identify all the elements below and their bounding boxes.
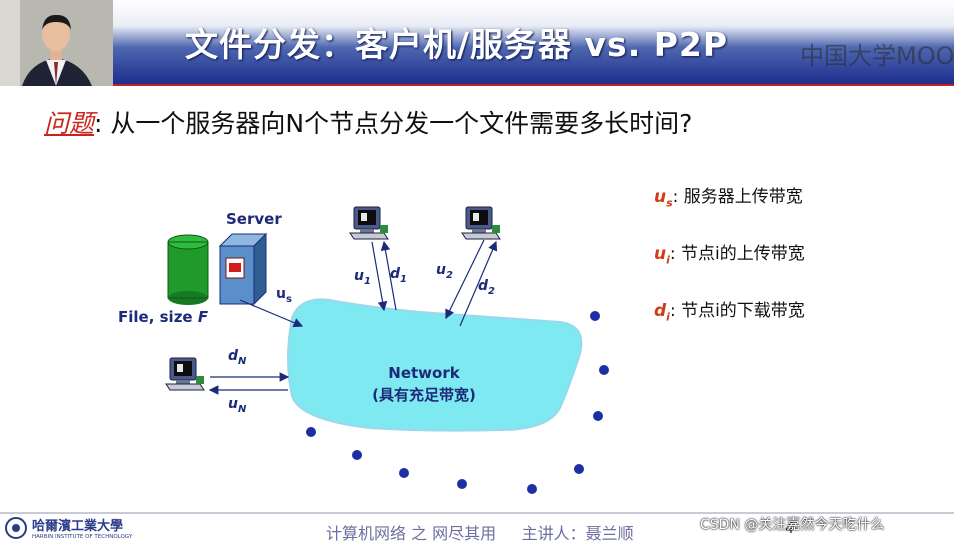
legend-text: : 节点i的下载带宽 bbox=[669, 301, 805, 321]
file-label: File, size F bbox=[118, 308, 209, 326]
legend-di: di: 节点i的下载带宽 bbox=[654, 296, 805, 323]
hit-logo: 哈爾濱工業大學 HARBIN INSTITUTE OF TECHNOLOGY bbox=[5, 517, 133, 540]
computer-icon-2 bbox=[461, 206, 501, 240]
slide-title: 文件分发：客户机/服务器 vs. P2P bbox=[185, 25, 729, 64]
d2-arrow bbox=[459, 240, 498, 327]
mooc-logo: 中国大学MOOC bbox=[800, 42, 954, 70]
computer-icon-n bbox=[165, 357, 205, 391]
us-label: us bbox=[276, 286, 292, 305]
slide-footer: 哈爾濱工業大學 HARBIN INSTITUTE OF TECHNOLOGY 计… bbox=[0, 512, 954, 543]
legend-us: us: 服务器上传带宽 bbox=[654, 182, 803, 209]
d1-arrow bbox=[380, 240, 397, 311]
computer-icon-1 bbox=[349, 206, 389, 240]
presenter-video bbox=[0, 0, 113, 86]
u2-arrow bbox=[445, 239, 485, 320]
network-sublabel: (具有充足带宽) bbox=[372, 386, 476, 404]
u2-label: u2 bbox=[436, 262, 453, 281]
title-banner bbox=[113, 0, 954, 86]
legend-symbol: us bbox=[654, 187, 673, 210]
uN-label: uN bbox=[228, 396, 247, 415]
database-icon bbox=[167, 234, 209, 305]
dN-label: dN bbox=[228, 348, 247, 367]
header-divider bbox=[113, 84, 954, 86]
network-label: Network bbox=[388, 364, 460, 382]
d1-label: d1 bbox=[390, 266, 407, 285]
peer-dots bbox=[306, 311, 609, 494]
legend-symbol: ui bbox=[654, 244, 670, 267]
question-text: : 从一个服务器向N个节点分发一个文件需要多长时间? bbox=[94, 109, 693, 138]
u1-label: u1 bbox=[354, 268, 371, 287]
csdn-watermark: CSDN @关注嘉然今天吃什么 bbox=[700, 517, 885, 533]
us-arrow bbox=[239, 299, 304, 328]
hit-logo-text: 哈爾濱工業大學 bbox=[32, 518, 123, 534]
question-label: 问题 bbox=[44, 109, 95, 138]
network-diagram: Network (具有充足带宽) Server File, size F us … bbox=[118, 206, 609, 494]
hit-logo-sub: HARBIN INSTITUTE OF TECHNOLOGY bbox=[32, 534, 133, 540]
server-label: Server bbox=[226, 210, 282, 228]
question-line: 问题: 从一个服务器向N个节点分发一个文件需要多长时间? bbox=[44, 104, 692, 140]
server-icon bbox=[218, 232, 268, 306]
slide-header: 文件分发：客户机/服务器 vs. P2P 中国大学MOOC bbox=[0, 0, 954, 86]
legend-ui: ui: 节点i的上传带宽 bbox=[654, 239, 805, 266]
d2-label: d2 bbox=[478, 278, 495, 297]
page-number: 4 bbox=[785, 521, 794, 537]
footer-course: 计算机网络 之 网尽其用 主讲人：聂兰顺 bbox=[326, 524, 634, 543]
legend-text: : 服务器上传带宽 bbox=[672, 187, 803, 207]
legend-symbol: di bbox=[654, 301, 670, 324]
legend-text: : 节点i的上传带宽 bbox=[669, 244, 805, 264]
u1-arrow bbox=[371, 241, 388, 312]
